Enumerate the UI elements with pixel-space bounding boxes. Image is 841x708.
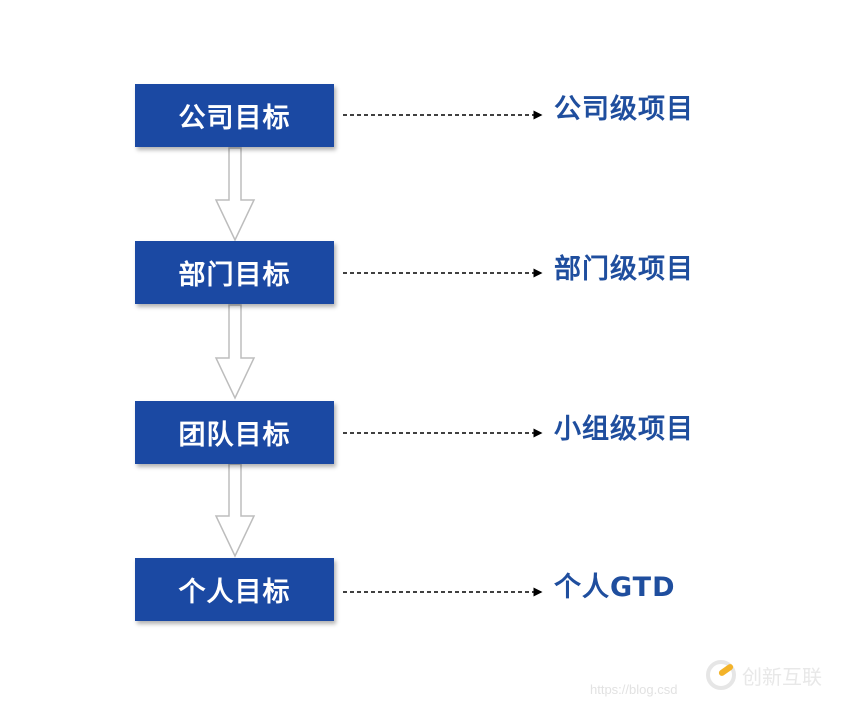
- hollow-down-arrow-2: [214, 304, 256, 400]
- project-label-personal: 个人GTD: [554, 572, 676, 603]
- watermark-url: https://blog.csd: [590, 682, 678, 697]
- goal-box-department: 部门目标: [135, 241, 334, 304]
- goal-box-team: 团队目标: [135, 401, 334, 464]
- watermark-brand: 创新互联: [742, 664, 822, 689]
- project-label-team: 小组级项目: [554, 414, 694, 445]
- brand-logo-icon: [706, 660, 736, 690]
- goal-box-company: 公司目标: [135, 84, 334, 147]
- goal-box-personal: 个人目标: [135, 558, 334, 621]
- project-label-company: 公司级项目: [554, 94, 694, 125]
- project-label-department: 部门级项目: [554, 254, 694, 285]
- hollow-down-arrow-3: [214, 463, 256, 558]
- hollow-down-arrow-1: [214, 147, 256, 242]
- watermark: 创新互联: [706, 660, 822, 690]
